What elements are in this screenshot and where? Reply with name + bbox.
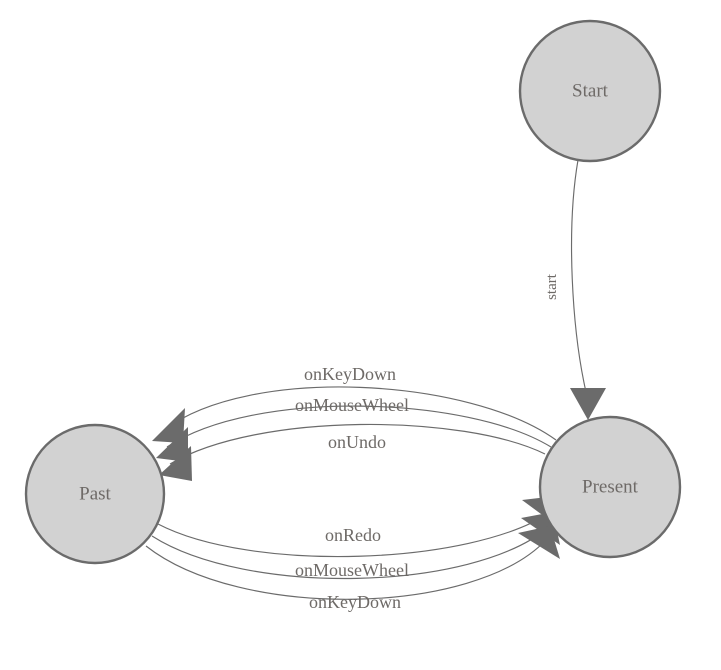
edge-present-to-past-undo-path bbox=[169, 423, 546, 465]
edge-past-to-present-keydown-label: onKeyDown bbox=[309, 592, 401, 612]
node-past[interactable]: Past bbox=[24, 423, 166, 565]
edge-past-to-present-redo-label: onRedo bbox=[325, 525, 381, 545]
edge-present-to-past-undo-arrowhead bbox=[159, 446, 192, 481]
edge-present-to-past-undo[interactable]: onUndo bbox=[159, 423, 546, 481]
edge-past-to-present-wheel[interactable]: onMouseWheel bbox=[151, 512, 560, 580]
edge-past-to-present-wheel-path bbox=[151, 526, 550, 580]
edge-past-to-present-redo-path bbox=[157, 511, 552, 558]
edge-present-to-past-wheel-path bbox=[166, 405, 552, 448]
edge-start-to-present-label: start bbox=[544, 273, 560, 300]
edge-past-to-present-keydown-path bbox=[145, 539, 547, 600]
edge-present-to-past-undo-label: onUndo bbox=[328, 432, 386, 452]
edge-past-to-present-keydown[interactable]: onKeyDown bbox=[145, 526, 560, 612]
edge-present-to-past-keydown-arrowhead bbox=[152, 408, 185, 443]
edge-start-to-present-path bbox=[570, 159, 587, 393]
edge-start-to-present[interactable]: start bbox=[544, 159, 606, 420]
edge-past-to-present-keydown-arrowhead bbox=[518, 526, 560, 559]
edge-present-to-past-keydown-path bbox=[163, 386, 557, 441]
node-present[interactable]: Present bbox=[538, 415, 682, 559]
node-start-label: Start bbox=[572, 80, 609, 101]
edge-present-to-past-keydown-label: onKeyDown bbox=[304, 364, 396, 384]
edge-start-to-present-arrowhead bbox=[570, 388, 606, 420]
node-past-label: Past bbox=[79, 483, 111, 504]
edge-present-to-past-wheel[interactable]: onMouseWheel bbox=[156, 395, 552, 462]
node-start-circle bbox=[518, 19, 662, 163]
edge-present-to-past-keydown[interactable]: onKeyDown bbox=[152, 364, 557, 443]
node-start[interactable]: Start bbox=[518, 19, 662, 163]
edge-past-to-present-wheel-label: onMouseWheel bbox=[295, 560, 409, 580]
edge-present-to-past-wheel-arrowhead bbox=[156, 427, 188, 462]
node-present-circle bbox=[538, 415, 682, 559]
node-present-label: Present bbox=[582, 476, 639, 497]
edge-past-to-present-redo[interactable]: onRedo bbox=[157, 496, 560, 558]
node-past-circle bbox=[24, 423, 166, 565]
edge-present-to-past-wheel-label: onMouseWheel bbox=[295, 395, 409, 415]
